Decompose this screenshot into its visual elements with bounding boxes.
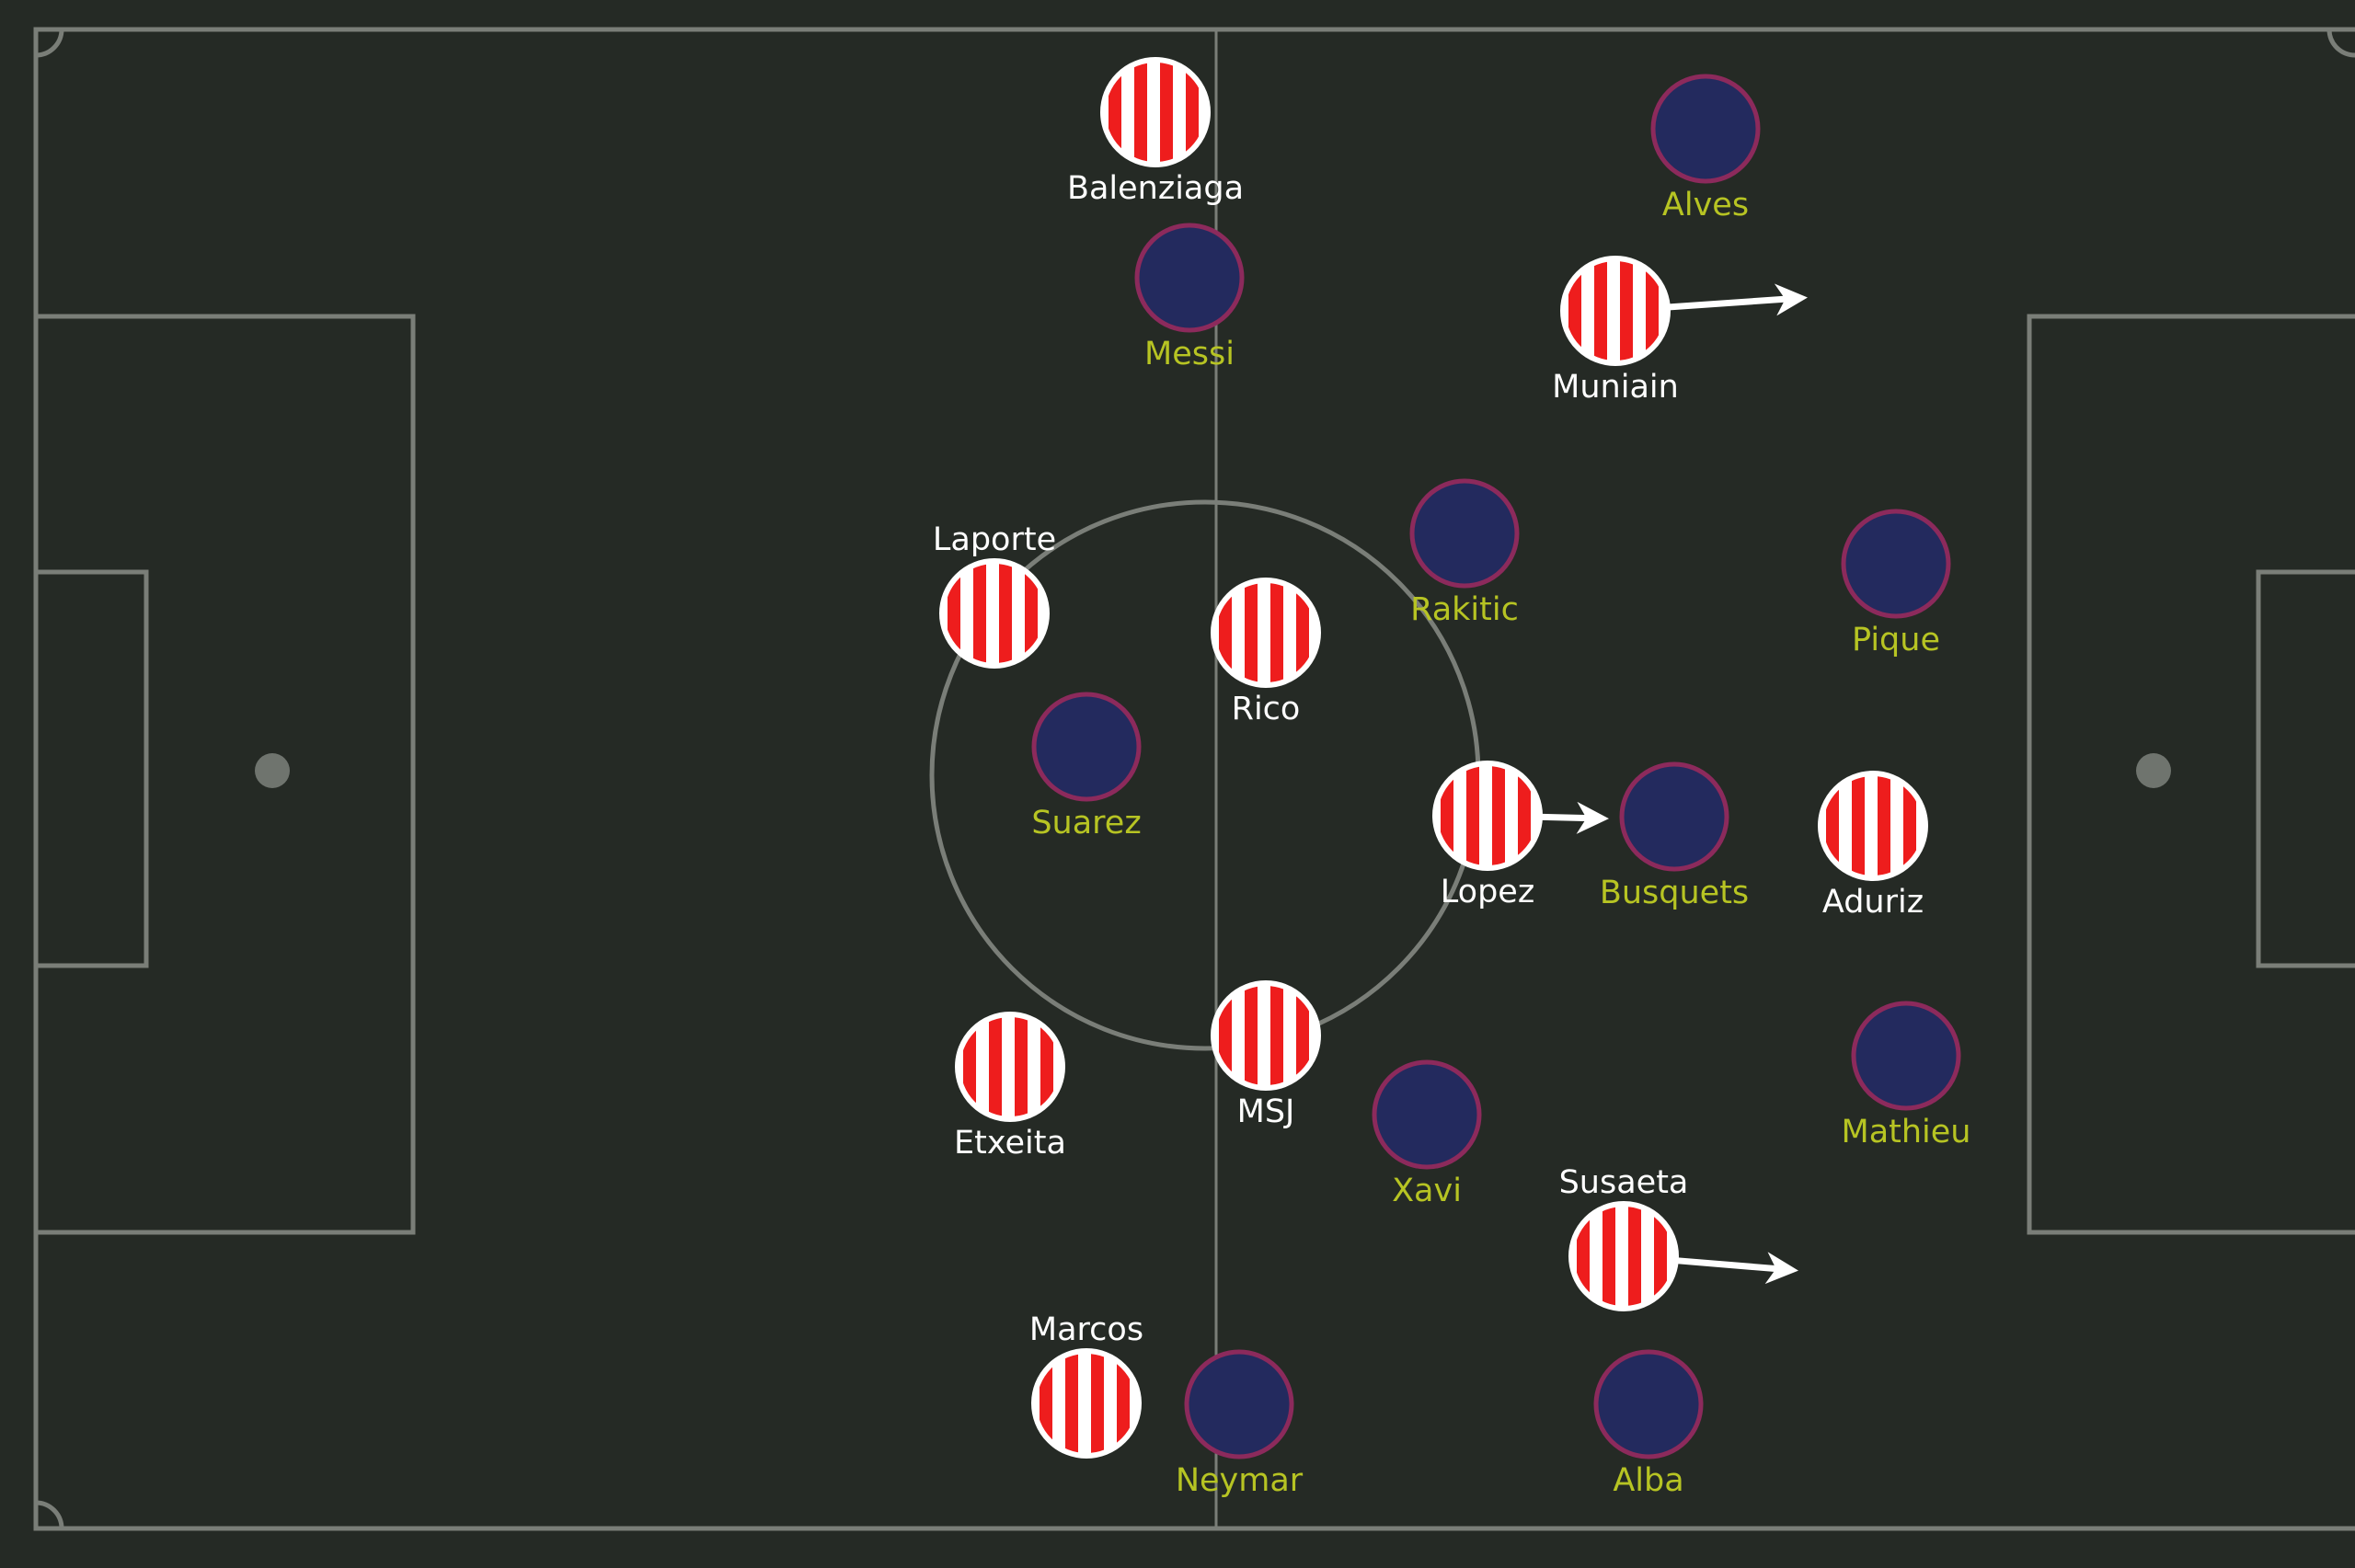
player-name-label: Aduriz	[1822, 884, 1924, 921]
player-suarez-navy: Suarez	[1031, 692, 1142, 841]
player-laporte-striped: Laporte	[933, 521, 1056, 669]
player-name-label: Muniain	[1552, 369, 1679, 406]
left-penalty-area	[33, 314, 416, 1235]
left-goal-area	[33, 569, 149, 968]
player-name-label: Pique	[1852, 622, 1940, 658]
player-alba-navy: Alba	[1593, 1349, 1704, 1499]
navy-kit-disc	[1650, 74, 1761, 184]
player-alves-navy: Alves	[1650, 74, 1761, 223]
player-lopez-striped: Lopez	[1432, 761, 1609, 910]
navy-kit-disc	[1841, 509, 1951, 619]
navy-kit-disc	[1851, 1001, 1961, 1111]
corner-arc-bottom-left	[35, 1500, 64, 1529]
player-name-label: Mathieu	[1842, 1114, 1971, 1150]
player-rakitic-navy: Rakitic	[1409, 478, 1520, 628]
player-msj-striped: MSJ	[1211, 980, 1321, 1130]
player-muniain-striped: Muniain	[1552, 256, 1808, 406]
navy-kit-disc	[1619, 761, 1729, 872]
run-arrow-icon	[1541, 801, 1609, 834]
striped-kit-disc	[1560, 256, 1671, 366]
run-arrow-icon	[1677, 1252, 1798, 1285]
player-name-label: Marcos	[1029, 1311, 1143, 1348]
right-penalty-spot	[2136, 753, 2171, 788]
striped-kit-disc	[955, 1012, 1065, 1122]
player-name-label: Alba	[1613, 1462, 1683, 1499]
navy-kit-disc	[1184, 1349, 1294, 1459]
navy-kit-disc	[1409, 478, 1520, 589]
player-susaeta-striped: Susaeta	[1559, 1164, 1798, 1311]
striped-kit-disc	[1211, 980, 1321, 1091]
player-name-label: Balenziaga	[1067, 170, 1244, 207]
left-penalty-spot	[255, 753, 290, 788]
player-marcos-striped: Marcos	[1029, 1311, 1143, 1459]
striped-kit-disc	[1031, 1348, 1142, 1459]
player-name-label: Messi	[1144, 336, 1235, 372]
player-mathieu-navy: Mathieu	[1842, 1001, 1971, 1150]
corner-arc-top-right	[2326, 29, 2355, 58]
player-messi-navy: Messi	[1134, 223, 1245, 372]
player-name-label: Xavi	[1392, 1173, 1462, 1209]
player-name-label: Laporte	[933, 521, 1056, 558]
player-balenziaga-striped: Balenziaga	[1067, 57, 1244, 207]
striped-kit-disc	[1818, 771, 1928, 881]
player-name-label: Lopez	[1441, 874, 1534, 910]
navy-kit-disc	[1134, 223, 1245, 333]
player-rico-striped: Rico	[1211, 578, 1321, 727]
navy-kit-disc	[1372, 1059, 1482, 1170]
navy-kit-disc	[1593, 1349, 1704, 1459]
navy-kit-disc	[1031, 692, 1142, 802]
run-arrow-icon	[1669, 283, 1808, 316]
corner-arc-top-left	[35, 29, 64, 58]
player-busquets-navy: Busquets	[1600, 761, 1749, 911]
striped-kit-disc	[939, 558, 1050, 669]
player-name-label: Susaeta	[1559, 1164, 1689, 1201]
player-name-label: Rakitic	[1410, 591, 1519, 628]
player-pique-navy: Pique	[1841, 509, 1951, 658]
player-name-label: Alves	[1662, 187, 1749, 223]
player-name-label: Rico	[1232, 691, 1301, 727]
player-aduriz-striped: Aduriz	[1818, 771, 1928, 921]
right-penalty-area	[2027, 314, 2355, 1235]
player-name-label: Suarez	[1031, 805, 1141, 841]
striped-kit-disc	[1211, 578, 1321, 688]
player-name-label: Neymar	[1176, 1462, 1304, 1499]
player-etxeita-striped: Etxeita	[954, 1012, 1066, 1162]
player-name-label: MSJ	[1237, 1093, 1295, 1130]
striped-kit-disc	[1100, 57, 1211, 167]
player-name-label: Etxeita	[954, 1125, 1066, 1162]
player-neymar-navy: Neymar	[1176, 1349, 1304, 1499]
striped-kit-disc	[1432, 761, 1543, 871]
right-goal-area	[2256, 569, 2355, 968]
player-xavi-navy: Xavi	[1372, 1059, 1482, 1209]
player-name-label: Busquets	[1600, 875, 1749, 911]
striped-kit-disc	[1568, 1201, 1679, 1311]
